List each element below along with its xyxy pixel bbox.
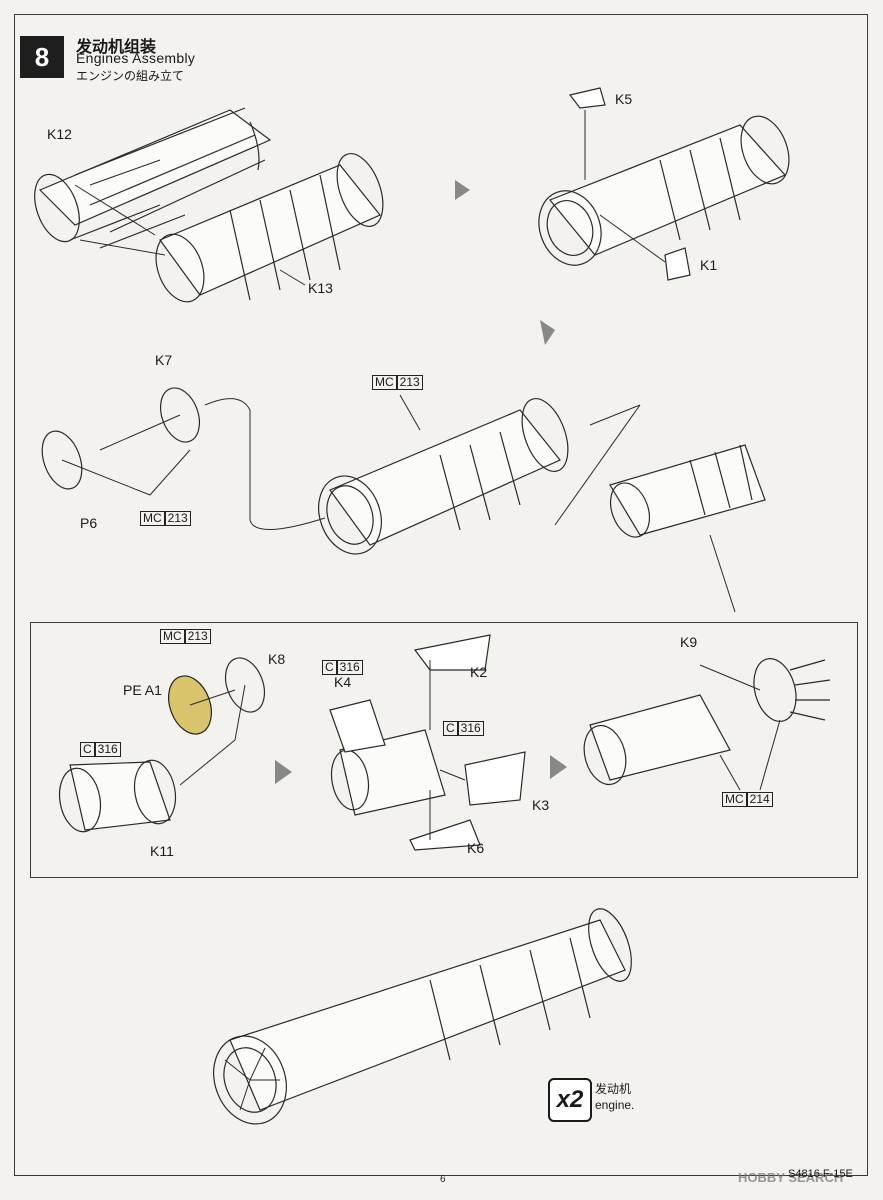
step-title-chinese: 发动机组装 (76, 39, 157, 56)
part-label-p6: P6 (80, 515, 98, 531)
final-engine-drawing (213, 908, 632, 1125)
nozzle-subassembly-panel (30, 622, 858, 878)
step-number-badge: 8 (20, 36, 64, 78)
part-label-k7: K7 (155, 352, 173, 368)
middle-engine-drawing (318, 394, 569, 555)
part-label-k4: K4 (334, 674, 352, 690)
page-frame (14, 14, 868, 1176)
catalog-number: S4816 F-15E (788, 1168, 853, 1180)
part-label-pe-a1: PE A1 (123, 682, 162, 698)
part-label-k3: K3 (532, 797, 550, 813)
part-label-k2: K2 (470, 664, 488, 680)
fan-parts-drawing (41, 387, 326, 530)
step-title-english: Engines Assembly (76, 50, 196, 66)
k9-nozzle-assembly-drawing (583, 658, 831, 791)
quantity-label-chinese: 发动机 (595, 1082, 632, 1096)
part-label-k13: K13 (308, 280, 333, 296)
nozzle-drawing (554, 404, 766, 538)
part-label-k8: K8 (268, 651, 286, 667)
page-number: 6 (440, 1174, 446, 1185)
quantity-label-english: engine. (595, 1098, 635, 1112)
part-label-k5: K5 (615, 91, 633, 107)
engine-k5-k1-drawing (538, 87, 790, 281)
part-label-k12: K12 (47, 126, 72, 142)
quantity-multiplier-badge: x2 (548, 1078, 592, 1122)
watermark: HOBBY SEARCH (738, 1170, 844, 1185)
k2-k3-k4-k6-drawing (329, 634, 526, 851)
part-label-k1: K1 (700, 257, 718, 273)
part-label-k6: K6 (467, 840, 485, 856)
k12-half-shell-drawing (34, 107, 272, 249)
k13-engine-drawing (155, 153, 384, 303)
k11-drawing (58, 759, 177, 833)
part-label-k9: K9 (680, 634, 698, 650)
step-title-japanese: エンジンの組み立て (76, 69, 185, 83)
k8-pe-a1-drawing (167, 657, 266, 786)
part-label-k11: K11 (150, 843, 174, 859)
